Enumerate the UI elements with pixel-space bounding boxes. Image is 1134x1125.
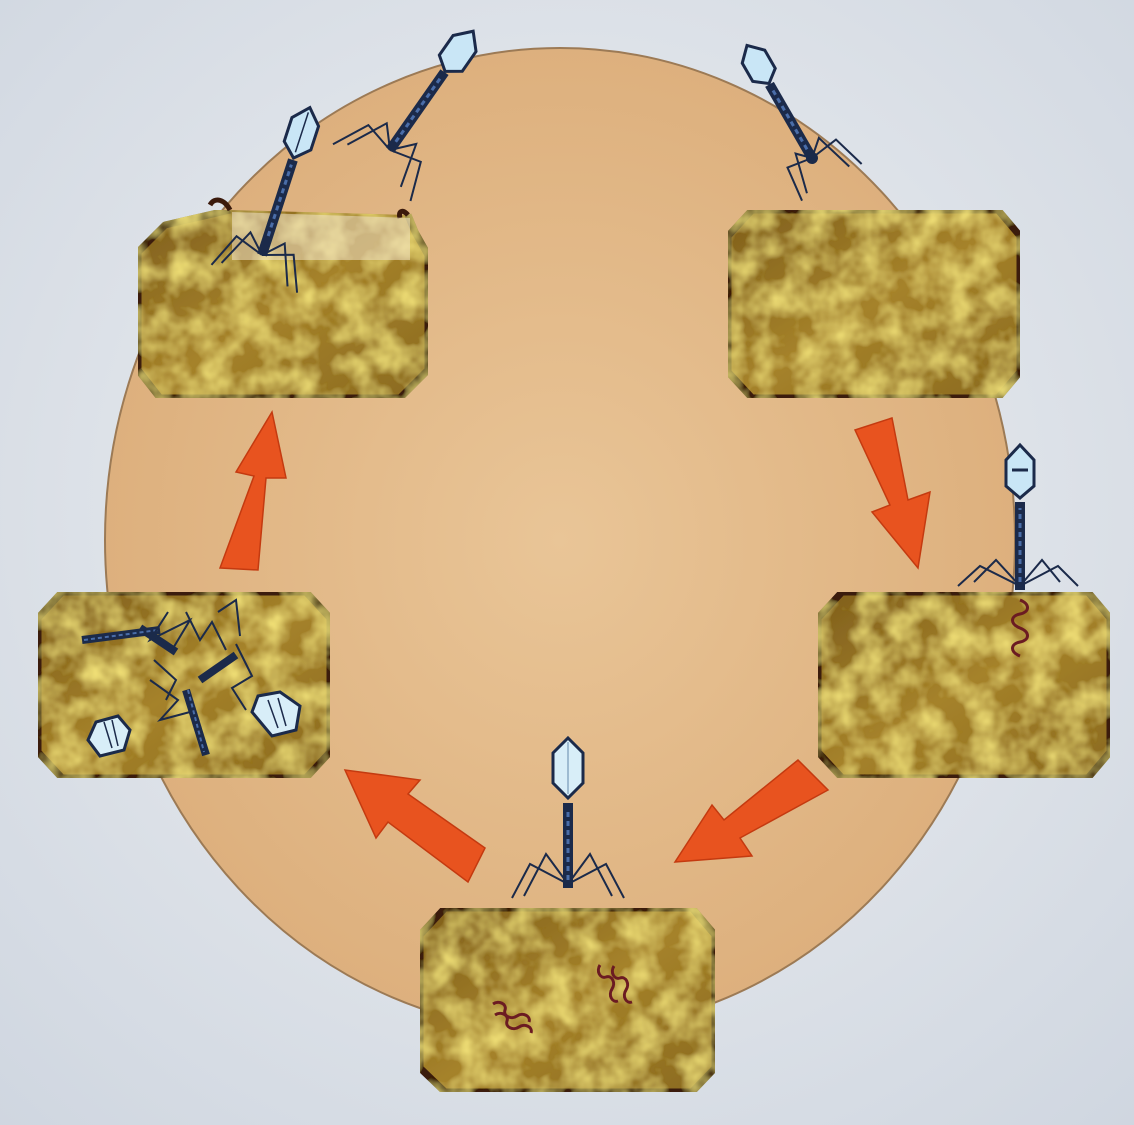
cell-top-right: [728, 210, 1020, 398]
cell-right: [818, 592, 1110, 778]
cell-bottom: [420, 908, 715, 1092]
cell-top-left: [138, 200, 428, 398]
cell-left: [38, 592, 330, 778]
